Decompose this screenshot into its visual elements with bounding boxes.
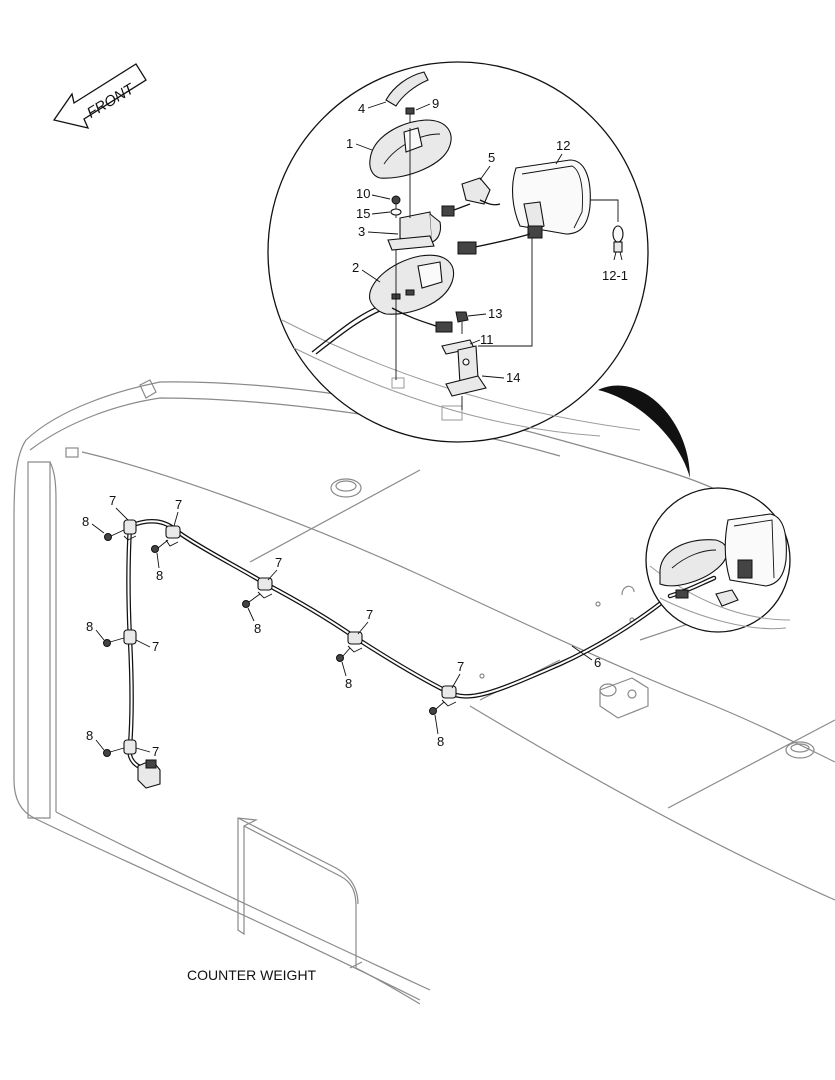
callout-3: 3 [358,224,365,239]
clamp-7 [123,629,137,645]
counterweight-body [13,379,835,1005]
harness-callouts: 7 7 7 7 7 7 7 8 8 8 8 8 8 8 6 [82,493,601,759]
bolt-8 [429,701,445,715]
part-13-nut [455,311,469,334]
magnifier-connector [598,385,690,478]
callout-5: 5 [488,150,495,165]
part-2-base [369,254,454,315]
part-15-washer [390,208,402,216]
callout-13: 13 [488,306,502,321]
callout-12-1: 12-1 [602,268,628,283]
clamp-7 [347,631,363,653]
bolt-8 [151,539,169,553]
callout-8: 8 [86,728,93,743]
part-12-1-bulb [590,199,624,261]
part-10-bolt [391,195,401,218]
bolt-8 [104,529,125,541]
bolts [103,529,445,757]
callout-1: 1 [346,136,353,151]
callout-2: 2 [352,260,359,275]
callout-6: 6 [594,655,601,670]
caption-counter-weight: COUNTER WEIGHT [187,967,317,983]
clamp-7 [123,519,137,541]
part-5-connector [441,177,501,217]
callout-8: 8 [156,568,163,583]
callout-7: 7 [457,659,464,674]
part-12-lamp [457,159,591,255]
part-11-14-bracket [441,339,487,410]
front-label: FRONT [84,80,139,122]
callout-7: 7 [152,639,159,654]
callout-10: 10 [356,186,370,201]
detail-callouts: 4 9 1 5 12 10 15 3 12-1 2 13 11 14 [346,96,628,385]
filler-fixture [599,677,649,719]
bolt-8 [336,647,351,662]
clamps [123,519,457,755]
callout-7: 7 [109,493,116,508]
callout-4: 4 [358,101,365,116]
wire-harness [126,518,673,789]
front-arrow-icon: FRONT [52,63,147,129]
callout-7: 7 [175,497,182,512]
callout-9: 9 [432,96,439,111]
bolt-8 [242,593,261,608]
bolt-8 [103,747,125,757]
clamp-7 [123,739,137,755]
callout-7: 7 [366,607,373,622]
callout-8: 8 [437,734,444,749]
callout-7: 7 [152,744,159,759]
small-detail-circle [645,487,791,633]
clamp-7 [257,577,273,599]
callout-11: 11 [480,332,494,347]
callout-8: 8 [254,621,261,636]
large-detail-circle [267,61,649,443]
callout-8: 8 [82,514,89,529]
clamp-7 [441,685,457,707]
part-4-lens [385,71,429,107]
callout-15: 15 [356,206,370,221]
callout-8: 8 [86,619,93,634]
callout-7: 7 [275,555,282,570]
clamp-7 [165,525,181,547]
harness-end-connector [137,759,161,789]
callout-8: 8 [345,676,352,691]
callout-14: 14 [506,370,520,385]
part-3-bracket [387,211,442,251]
bolt-8 [103,637,125,647]
callout-12: 12 [556,138,570,153]
